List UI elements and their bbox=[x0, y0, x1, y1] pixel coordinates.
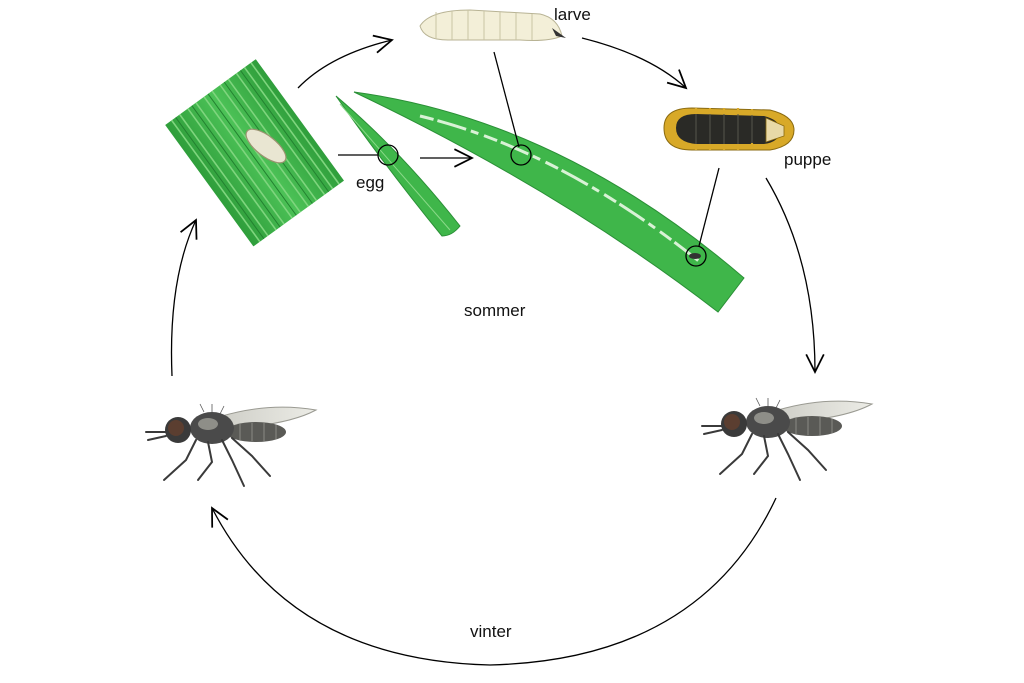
arrow-winter-cycle bbox=[211, 497, 777, 666]
arrow-fly-to-leaf bbox=[170, 218, 198, 377]
pointers bbox=[338, 51, 720, 267]
egg-shape bbox=[245, 128, 287, 164]
pupa-circle bbox=[685, 245, 707, 267]
label-egg: egg bbox=[356, 173, 384, 192]
fly-left bbox=[145, 403, 318, 487]
label-winter: vinter bbox=[470, 622, 512, 641]
pupa-in-mine bbox=[689, 253, 701, 259]
pupa-pointer-line bbox=[698, 167, 720, 247]
cycle-arrows bbox=[170, 34, 825, 666]
fly-right bbox=[701, 397, 874, 481]
arrow-leaf-to-larva bbox=[297, 34, 394, 89]
arrow-larva-to-pupa bbox=[581, 37, 688, 90]
egg-circle bbox=[377, 144, 399, 166]
label-summer: sommer bbox=[464, 301, 526, 320]
arrow-pupa-to-fly bbox=[765, 177, 825, 374]
label-pupa: puppe bbox=[784, 150, 831, 169]
leaf-mine-trail bbox=[419, 114, 701, 264]
pupa-illustration bbox=[663, 107, 795, 151]
leaf-piece-with-egg bbox=[165, 59, 344, 247]
label-larva: larve bbox=[554, 5, 591, 24]
larva-pointer-line bbox=[493, 51, 520, 148]
larva-illustration bbox=[419, 9, 566, 41]
long-leaf-blade bbox=[353, 91, 745, 313]
small-leaf-blade bbox=[335, 95, 461, 237]
larva-circle bbox=[510, 144, 532, 166]
